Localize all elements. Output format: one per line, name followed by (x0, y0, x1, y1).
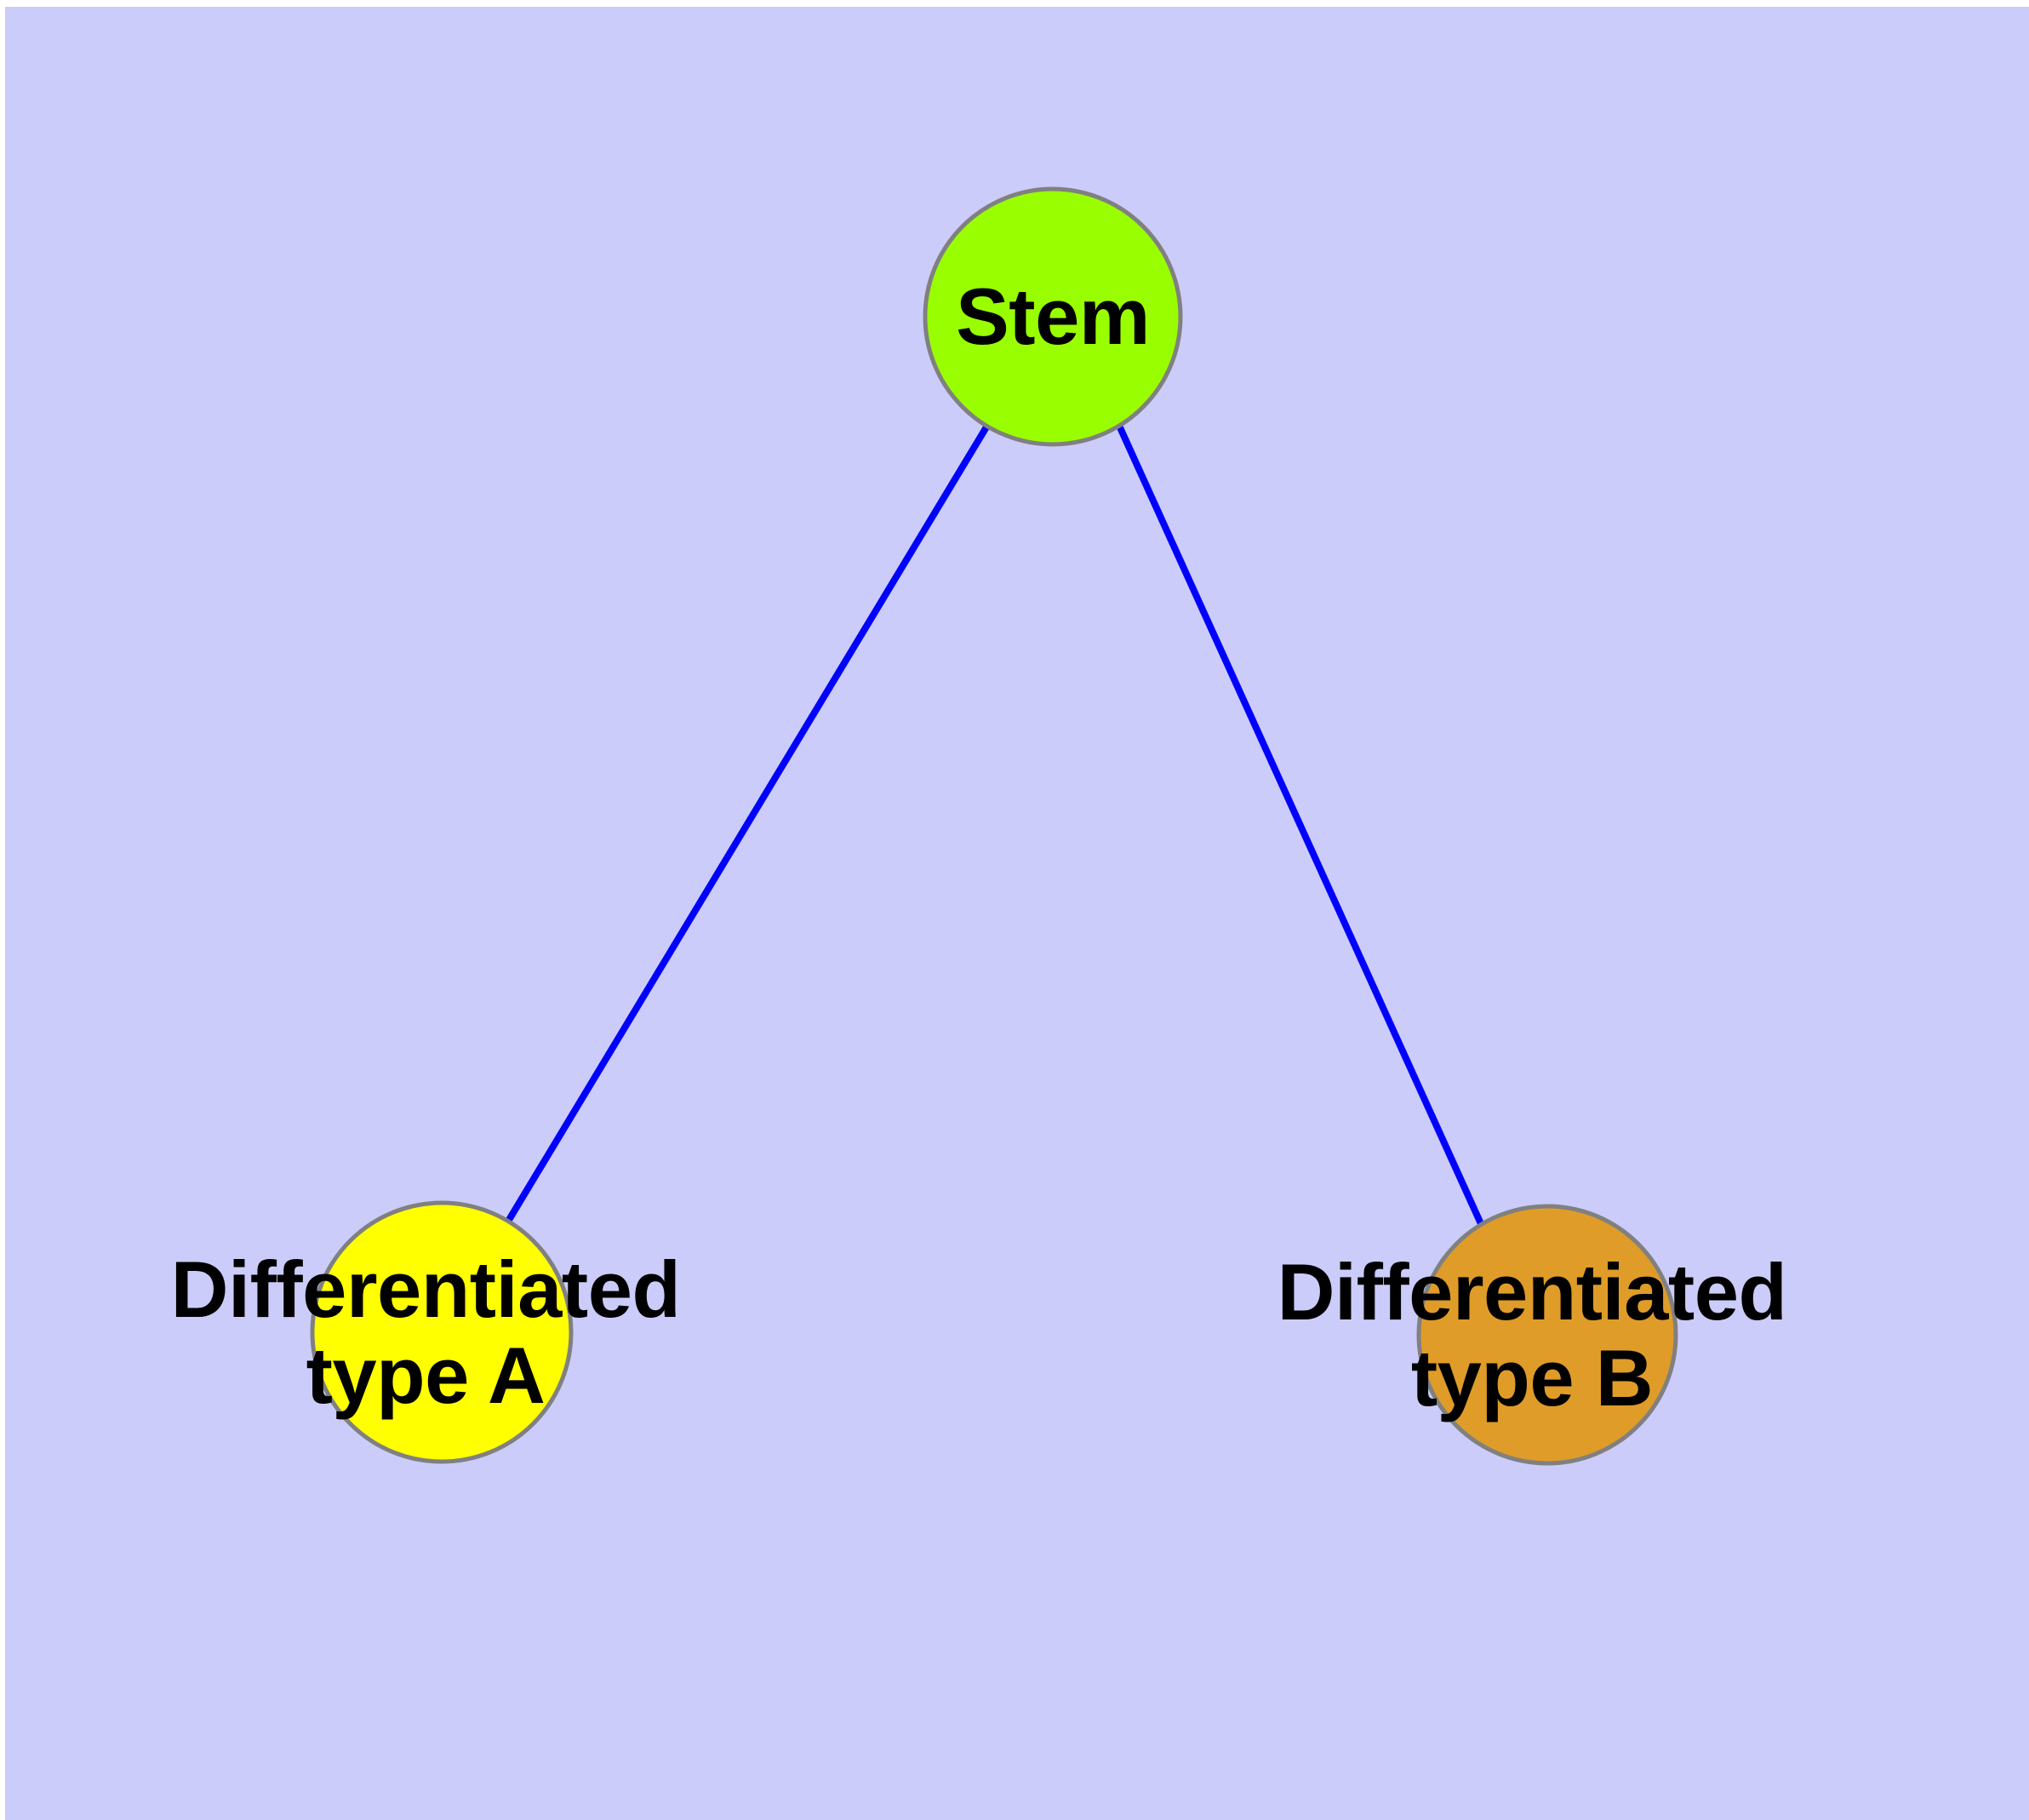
node-layer (310, 186, 1678, 1466)
edge-stem-to-diff-b (1116, 424, 1486, 1229)
edge-layer (503, 423, 1486, 1229)
node-differentiated-type-a[interactable] (310, 1200, 574, 1464)
edge-stem-to-diff-a (503, 423, 991, 1227)
node-differentiated-type-b[interactable] (1416, 1204, 1678, 1466)
node-stem[interactable] (923, 186, 1183, 447)
